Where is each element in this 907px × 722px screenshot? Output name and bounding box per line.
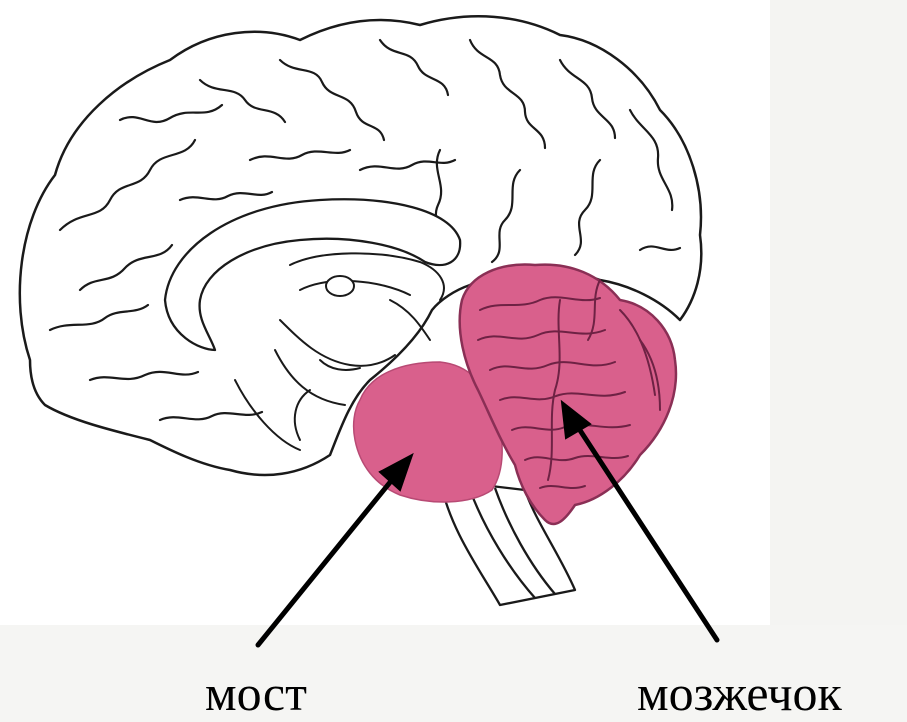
pons-label: мост	[205, 668, 307, 718]
pons-arrow-shaft	[258, 470, 400, 645]
cerebellum-label: мозжечок	[637, 668, 842, 718]
